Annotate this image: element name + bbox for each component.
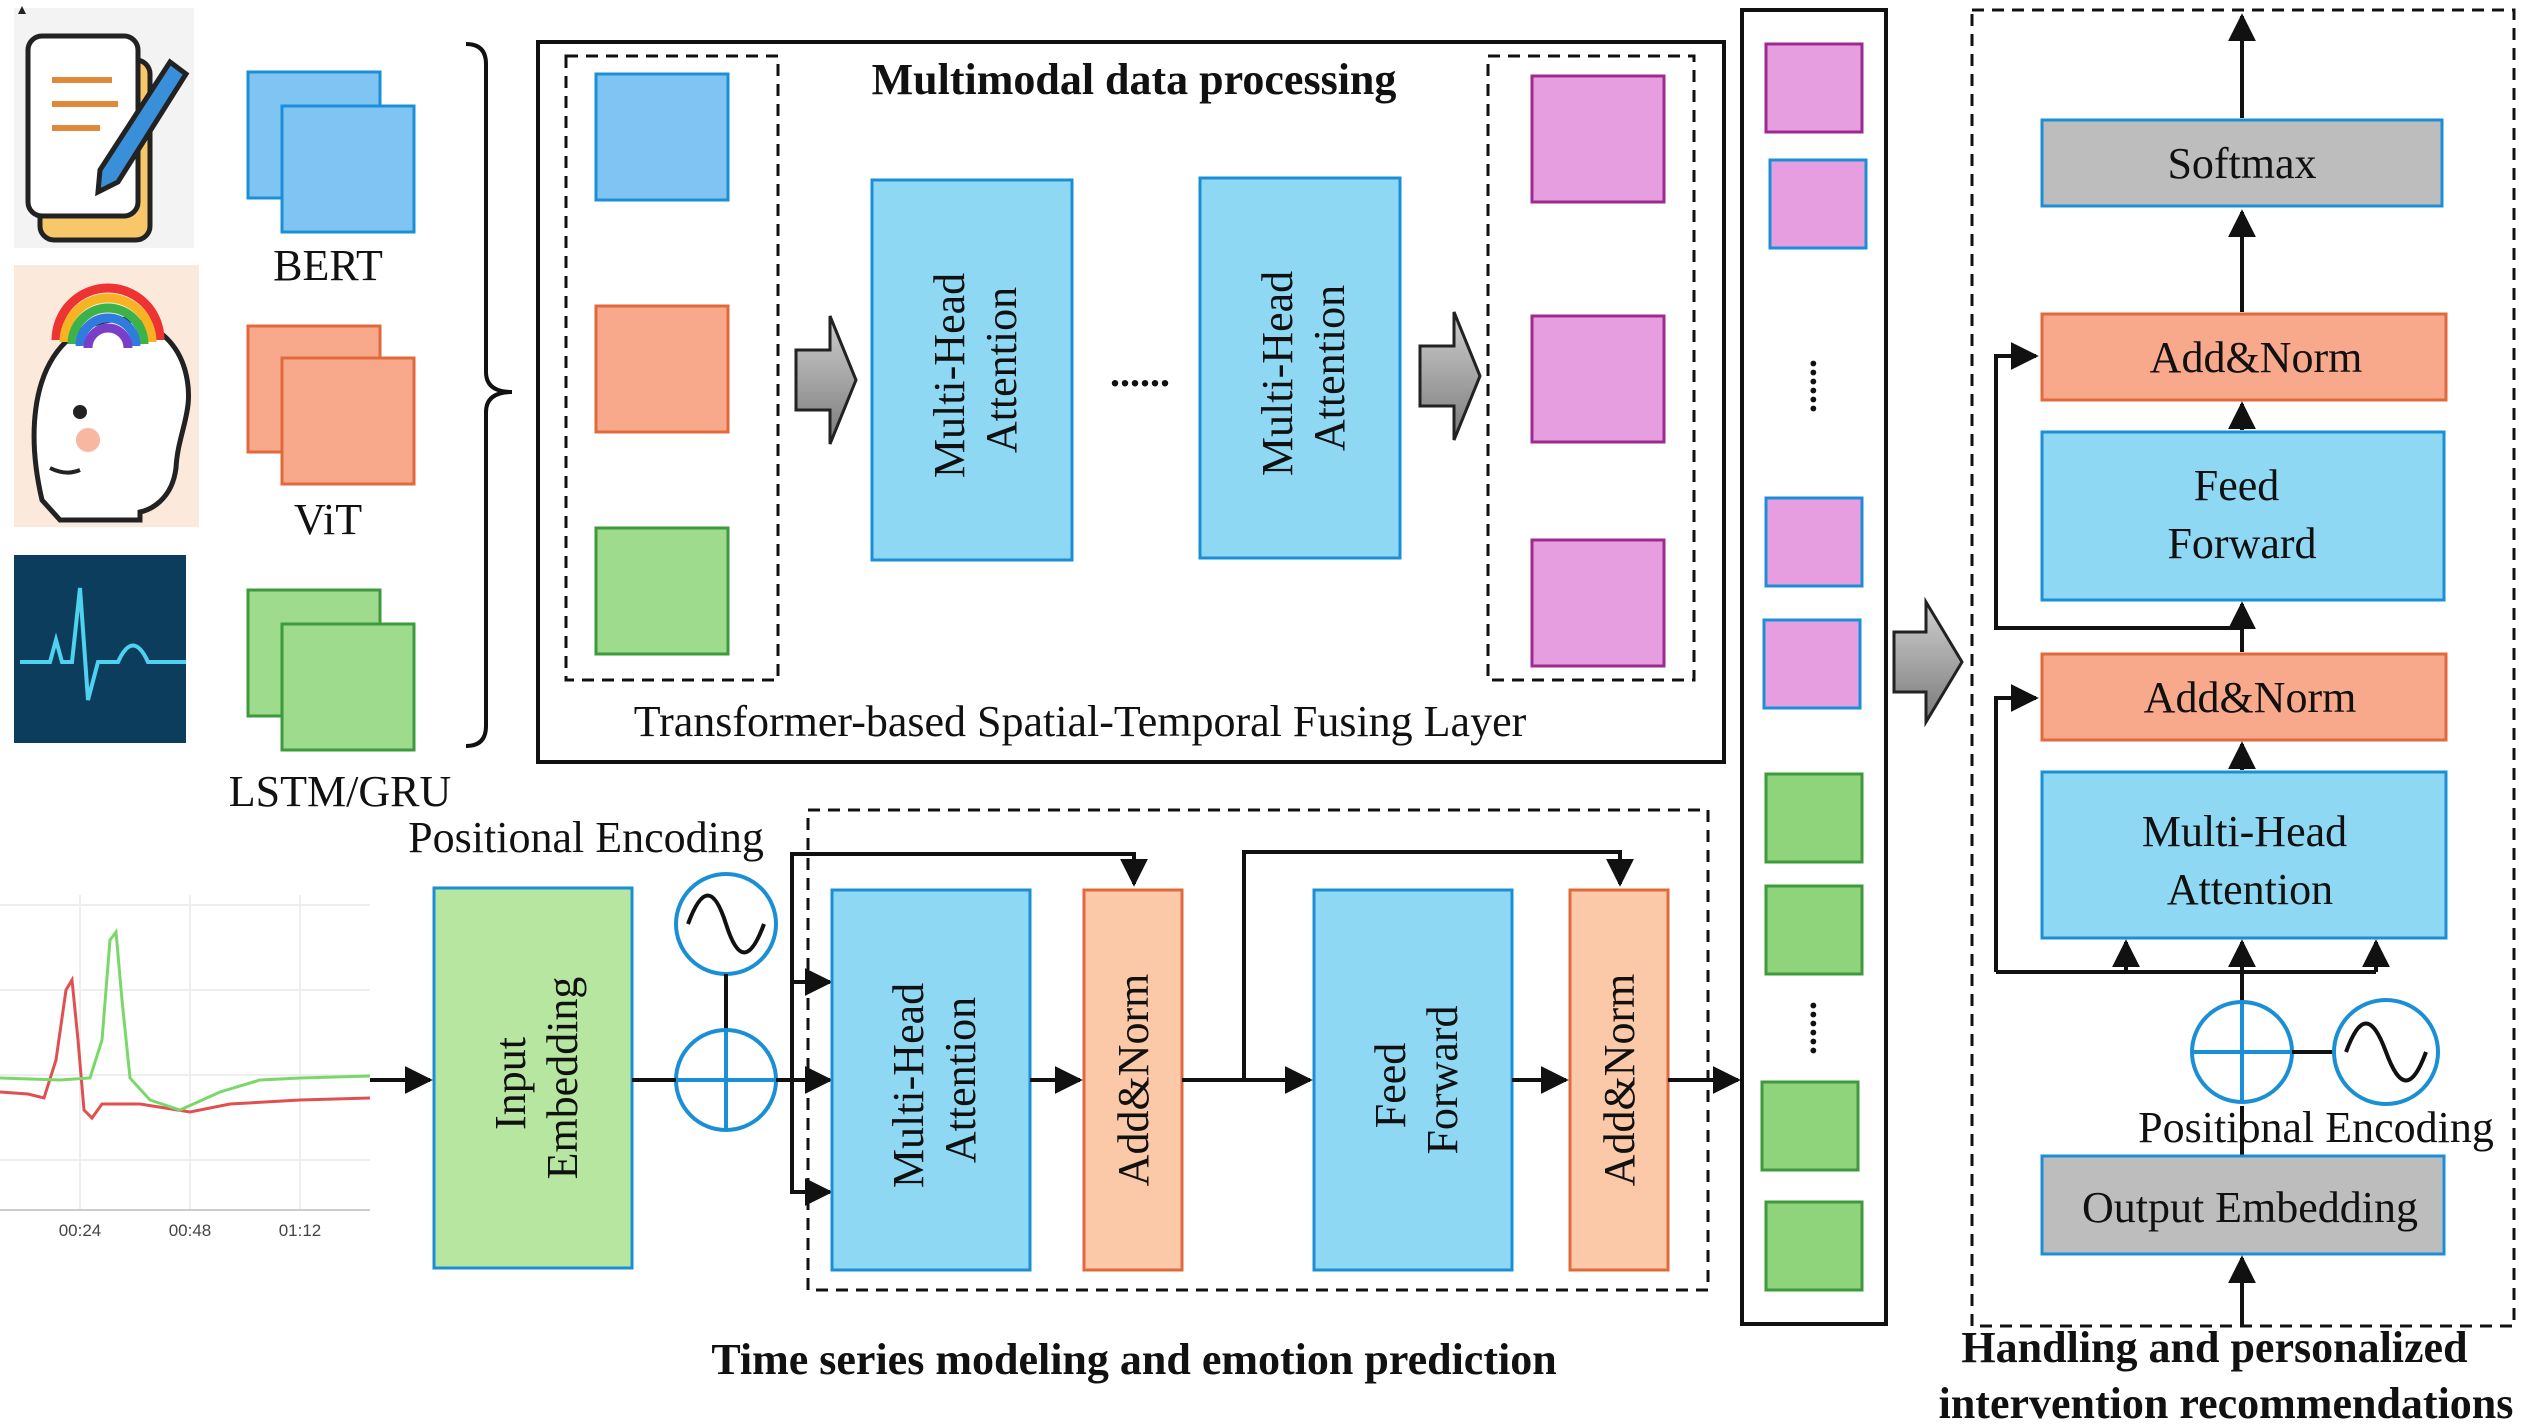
fusion-output-group xyxy=(1486,54,1696,682)
chart-tick-1: 00:24 xyxy=(59,1221,102,1240)
fusion-attention-1-label: Multi-Head Attention xyxy=(925,262,1026,478)
fusion-caption: Transformer-based Spatial-Temporal Fusin… xyxy=(634,697,1527,746)
decoder-feedforward-label: Feed Forward xyxy=(2167,461,2316,568)
ts-attention-block xyxy=(830,888,1032,1272)
input-embedding-label: Input Embedding xyxy=(486,977,587,1180)
text-feature-token xyxy=(594,72,730,202)
decoder-addnorm-mid-block xyxy=(2040,652,2448,742)
decoder-feedforward-line1: Feed xyxy=(2194,461,2280,510)
ts-addnorm-1-block xyxy=(1082,888,1184,1272)
stack-pink-3 xyxy=(1764,496,1864,588)
image-feature-token xyxy=(594,304,730,434)
ts-positional-encoding-label: Positional Encoding xyxy=(408,813,764,862)
decoder-circled-plus-icon xyxy=(2190,1000,2294,1104)
decoder-residual-top xyxy=(1994,342,2242,630)
fusion-input-group xyxy=(564,54,780,682)
ecg-red-trace xyxy=(0,975,371,1121)
fused-token-2 xyxy=(1530,314,1666,444)
stack-ellipsis-1: ...... xyxy=(1784,359,1824,413)
bert-label: BERT xyxy=(273,241,383,290)
stack-ellipsis-2: ...... xyxy=(1784,1001,1824,1055)
ts-attention-label: Multi-Head Attention xyxy=(884,972,985,1188)
decoder-attention-line2: Attention xyxy=(2167,865,2333,914)
ecg-green-trace xyxy=(0,927,371,1112)
fused-token-3 xyxy=(1530,538,1666,668)
chart-tick-2: 00:48 xyxy=(169,1221,212,1240)
decoder-feedforward-block xyxy=(2040,430,2446,602)
residual-path-1 xyxy=(790,852,1148,982)
stack-green-2 xyxy=(1764,884,1864,976)
input-embedding-line2: Embedding xyxy=(538,977,587,1180)
ts-addnorm-2-label: Add&Norm xyxy=(1595,974,1644,1187)
stack-to-decoder-arrow xyxy=(1892,596,1964,728)
fusion-arrow-2 xyxy=(1418,311,1482,441)
ts-attention-line2: Attention xyxy=(936,997,985,1163)
input-embedding-block xyxy=(432,886,634,1270)
ecg-monitor-icon xyxy=(14,555,186,743)
decoder-caption: Handling and personalized intervention r… xyxy=(1939,1323,2514,1426)
chart-tick-3: 01:12 xyxy=(279,1221,322,1240)
stack-pink-4 xyxy=(1762,618,1862,710)
fusion-attention-1 xyxy=(870,178,1074,562)
fusion-attention-2-label: Multi-Head Attention xyxy=(1253,260,1354,476)
fusion-attention-1-line1: Multi-Head xyxy=(925,273,974,478)
decoder-positional-encoding-label: Positional Encoding xyxy=(2138,1103,2494,1152)
curly-brace xyxy=(465,42,513,748)
decoder-caption-line1: Handling and personalized xyxy=(1961,1323,2467,1372)
fusion-ellipsis: ...... xyxy=(1110,350,1170,395)
stack-pink-2 xyxy=(1768,158,1868,250)
lstm-label: LSTM/GRU xyxy=(229,767,451,816)
softmax-label: Softmax xyxy=(2167,139,2316,188)
fusion-block: Multimodal data processing Multi-Head At… xyxy=(536,40,1726,764)
fusion-attention-2-line2: Attention xyxy=(1305,285,1354,451)
fused-token-1 xyxy=(1530,74,1666,204)
fusion-arrow-1 xyxy=(794,315,858,445)
output-embedding-label: Output Embedding xyxy=(2082,1183,2418,1232)
softmax-block xyxy=(2040,118,2444,208)
decoder-addnorm-mid-label: Add&Norm xyxy=(2144,673,2357,722)
ts-feedforward-line2: Forward xyxy=(1418,1005,1467,1154)
ts-feedforward-label: Feed Forward xyxy=(1366,1005,1467,1154)
ts-encoder-group xyxy=(806,808,1710,1292)
fusion-attention-2-line1: Multi-Head xyxy=(1253,271,1302,476)
notepad-pencil-icon xyxy=(14,6,194,248)
stack-green-1 xyxy=(1764,772,1864,864)
decoder-attention-line1: Multi-Head xyxy=(2142,807,2347,856)
input-embedding-line1: Input xyxy=(486,1037,535,1130)
vit-label: ViT xyxy=(294,495,362,544)
ts-feedforward-block xyxy=(1312,888,1514,1272)
stack-green-3 xyxy=(1760,1080,1860,1172)
decoder-residual-bottom xyxy=(1994,684,2039,972)
decoder-attention-label: Multi-Head Attention xyxy=(2142,807,2358,914)
fusion-attention-1-line2: Attention xyxy=(977,287,1026,453)
vit-encoder-stack: ViT xyxy=(246,324,416,544)
lstm-encoder-stack: LSTM/GRU xyxy=(229,588,451,816)
ts-addnorm-1-label: Add&Norm xyxy=(1109,974,1158,1187)
ts-attention-line1: Multi-Head xyxy=(884,983,933,1188)
fusion-title: Multimodal data processing xyxy=(872,55,1397,104)
decoder-feedforward-line2: Forward xyxy=(2167,519,2316,568)
decoder-attention-block xyxy=(2040,770,2448,940)
ts-sine-wave-icon xyxy=(674,872,778,976)
decoder-addnorm-top-label: Add&Norm xyxy=(2150,333,2363,382)
output-embedding-block xyxy=(2040,1154,2446,1256)
fusion-attention-2 xyxy=(1198,176,1402,560)
stack-green-4 xyxy=(1764,1200,1864,1292)
decoder-addnorm-top-block xyxy=(2040,312,2448,402)
feature-stack: ...... ...... xyxy=(1740,8,1888,1326)
ts-circled-plus-icon xyxy=(674,1028,778,1132)
signal-chart: 00:24 00:48 01:12 xyxy=(0,895,371,1240)
stack-pink-1 xyxy=(1764,42,1864,134)
decoder-sine-wave-icon xyxy=(2332,998,2440,1106)
ts-addnorm-2-block xyxy=(1568,888,1670,1272)
bert-encoder-stack: BERT xyxy=(246,70,416,290)
decoder-caption-line2: intervention recommendations xyxy=(1939,1379,2514,1426)
head-rainbow-icon xyxy=(14,265,199,527)
ts-feedforward-line1: Feed xyxy=(1366,1043,1415,1129)
residual-path-2 xyxy=(1242,850,1634,1080)
ts-caption: Time series modeling and emotion predict… xyxy=(711,1335,1556,1384)
signal-feature-token xyxy=(594,526,730,656)
